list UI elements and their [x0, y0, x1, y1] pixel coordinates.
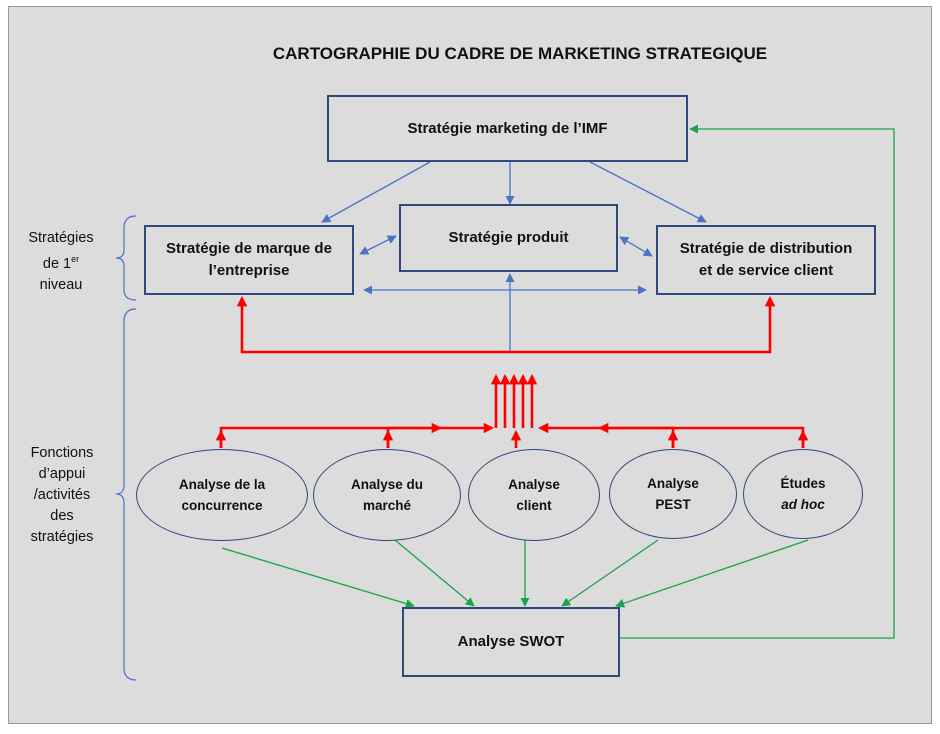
arrow-product-distribution — [619, 236, 653, 257]
green-swot-feedback — [620, 124, 895, 639]
arrow-brand-product — [359, 235, 397, 255]
arrow-imf-to-brand — [321, 161, 431, 223]
diagram-title: CARTOGRAPHIE DU CADRE DE MARKETING STRAT… — [272, 44, 768, 63]
green-marche-to-swot — [394, 539, 475, 607]
studies-ad-hoc-ellipse: Études ad hoc — [743, 449, 863, 539]
red-bus-right — [671, 426, 805, 448]
red-bus-left — [219, 426, 390, 448]
distribution-strategy-box: Stratégie de distribution et de service … — [656, 225, 876, 295]
analysis-pest-ellipse: Analyse PEST — [609, 449, 737, 539]
brand-strategy-box: Stratégie de marque de l’entreprise — [144, 225, 354, 295]
product-strategy-label: Stratégie produit — [448, 229, 569, 246]
marketing-strategy-label: Stratégie marketing de l’IMF — [407, 119, 608, 137]
marketing-strategy-box: Stratégie marketing de l’IMF — [327, 95, 688, 162]
level1-brace — [115, 215, 137, 301]
green-pest-to-swot — [561, 539, 659, 607]
green-etudes-to-swot — [615, 539, 809, 608]
red-feed-to-brand — [236, 295, 510, 354]
analysis-market-ellipse: Analyse du marché — [313, 449, 461, 541]
distribution-strategy-line1: Stratégie de distribution — [679, 240, 853, 257]
swot-analysis-label: Analyse SWOT — [457, 633, 565, 650]
product-strategy-box: Stratégie produit — [399, 204, 618, 272]
red-upward-arrows — [490, 373, 538, 428]
brand-strategy-line1: Stratégie de marque de — [166, 240, 332, 257]
analysis-client-ellipse: Analyse client — [468, 449, 600, 541]
level1-label: Stratégies de 1er niveau — [28, 230, 94, 293]
arrow-imf-to-distribution — [589, 161, 707, 223]
support-brace — [115, 308, 137, 681]
green-concurrence-to-swot — [221, 547, 415, 608]
swot-analysis-box: Analyse SWOT — [402, 607, 620, 677]
support-functions-label: Fonctions d’appui /activités des stratég… — [30, 445, 94, 545]
red-feed-to-distribution — [510, 295, 776, 354]
analysis-concurrence-ellipse: Analyse de la concurrence — [136, 449, 308, 541]
brand-strategy-line2: l’entreprise — [208, 262, 290, 279]
distribution-strategy-line2: et de service client — [698, 262, 834, 279]
